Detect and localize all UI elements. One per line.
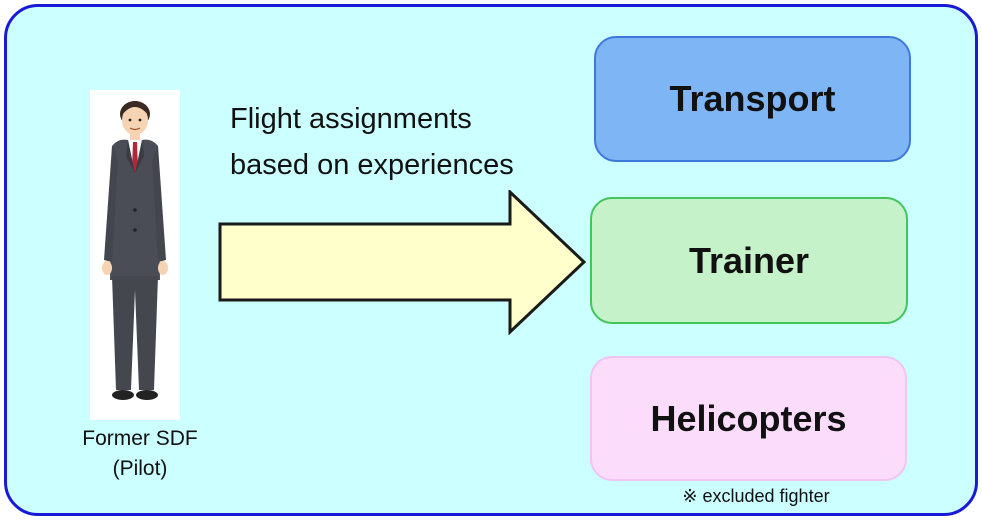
- arrow-caption-line1: Flight assignments: [230, 103, 472, 135]
- category-box-trainer: Trainer: [590, 197, 908, 324]
- flow-arrow: [218, 190, 587, 335]
- category-box-helicopters: Helicopters: [590, 356, 907, 481]
- person-label-line1: Former SDF: [82, 427, 198, 450]
- category-label-helicopters: Helicopters: [650, 397, 847, 439]
- category-label-trainer: Trainer: [688, 239, 810, 281]
- category-box-transport: Transport: [594, 36, 911, 162]
- flow-arrow-shape: [218, 190, 587, 335]
- person-label-line2: (Pilot): [112, 457, 168, 480]
- person-label: Former SDF (Pilot): [60, 424, 220, 484]
- arrow-caption: Flight assignments based on experiences: [230, 96, 590, 188]
- man-in-suit-illustration: [90, 90, 180, 420]
- category-label-transport: Transport: [669, 78, 836, 119]
- footnote: ※ excluded fighter: [682, 486, 830, 506]
- arrow-caption-line2: based on experiences: [230, 149, 514, 181]
